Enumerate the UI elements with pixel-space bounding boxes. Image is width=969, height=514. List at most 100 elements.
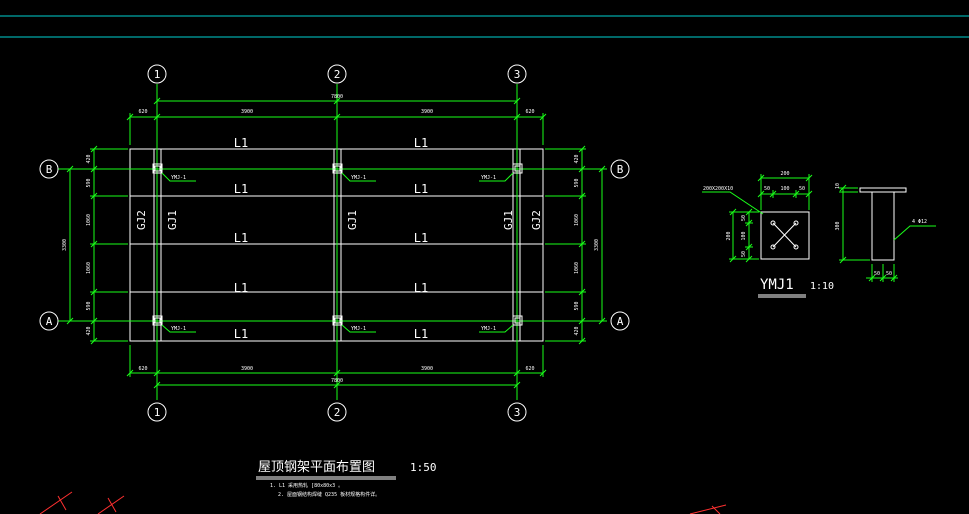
beam-label: L1: [234, 327, 248, 341]
axis-bubble: [39, 159, 59, 179]
embed-label: YMJ-1: [171, 175, 186, 181]
beam-label: L1: [414, 136, 428, 150]
leader-line: [893, 225, 936, 241]
dimension-text: 300: [835, 221, 841, 230]
dimension-text: 100: [780, 186, 789, 192]
detail-title: YMJ1: [760, 277, 794, 293]
dimension-text: 420: [574, 154, 580, 163]
roof-plan: 1 2 3 1 2 3 B A B A 6: [39, 64, 630, 498]
axis-number: 2: [334, 406, 341, 419]
embed-label: YMJ-1: [171, 326, 186, 332]
dimension-text: 620: [138, 109, 147, 115]
dimension-text: 590: [86, 301, 92, 310]
axis-bubble: [610, 311, 630, 331]
axis-letter: A: [46, 315, 53, 328]
axis-bubble: [39, 311, 59, 331]
beam-label: L1: [414, 231, 428, 245]
axis-number: 1: [154, 68, 161, 81]
dimension-text: 50: [799, 186, 805, 192]
dimension-text: 3900: [421, 109, 433, 115]
dimension-text: 7800: [331, 94, 343, 100]
dimension-text: 620: [525, 366, 534, 372]
dimension-text: 590: [86, 178, 92, 187]
beam-label: L1: [234, 136, 248, 150]
embed-label: YMJ-1: [481, 175, 496, 181]
dimension-text: 3300: [594, 239, 600, 251]
anchor-bar-section: [871, 191, 895, 261]
beam-label: L1: [414, 182, 428, 196]
dimension-ticks: [757, 174, 813, 210]
dimension-ticks: [545, 145, 606, 345]
axis-letter: A: [617, 315, 624, 328]
embed-plate-section: [859, 187, 907, 193]
dimension-text: 50: [764, 186, 770, 192]
axis-bubble: [147, 402, 167, 422]
dimension-ticks: [126, 97, 547, 145]
dimension-text: 420: [86, 326, 92, 335]
dimension-ticks: [66, 145, 128, 345]
beam-label: L1: [414, 327, 428, 341]
dimension-text: 50: [874, 271, 880, 277]
axis-bubble: [507, 402, 527, 422]
dimension-text: 200: [726, 231, 732, 240]
frame-label: GJ2: [135, 210, 148, 230]
dimension-text: 420: [574, 326, 580, 335]
frame-label: GJ1: [346, 210, 359, 230]
axis-number: 3: [514, 406, 521, 419]
axis-letter: B: [46, 163, 53, 176]
anchor-hole: [770, 220, 776, 226]
dimension-text: 50: [741, 251, 747, 257]
plan-note: 1. L1 采用热轧 [80x80x3 。: [270, 482, 343, 489]
anchor-note: 4 Φ12: [912, 219, 927, 225]
dimension-text: 10: [835, 183, 841, 189]
dimension-text: 1060: [86, 262, 92, 274]
axis-number: 1: [154, 406, 161, 419]
axis-bubble: [327, 64, 347, 84]
dimension-ticks: [839, 184, 898, 282]
axis-number: 3: [514, 68, 521, 81]
detail-scale: 1:10: [810, 281, 834, 292]
beam-label: L1: [234, 231, 248, 245]
axis-bubble: [147, 64, 167, 84]
dimension-text: 590: [574, 301, 580, 310]
embed-label: YMJ-1: [351, 326, 366, 332]
embed-label: YMJ-1: [351, 175, 366, 181]
dimension-text: 7800: [331, 378, 343, 384]
axis-bubble: [610, 159, 630, 179]
axis-letter: B: [617, 163, 624, 176]
stray-marker: [39, 491, 727, 514]
dimension-text: 1060: [86, 214, 92, 226]
anchor-hole: [770, 244, 776, 250]
dimension-text: 3900: [241, 109, 253, 115]
dimension-text: 3900: [241, 366, 253, 372]
dimension-text: 50: [741, 215, 747, 221]
plan-scale: 1:50: [410, 461, 437, 474]
dimension-text: 620: [525, 109, 534, 115]
dimension-text: 200: [780, 171, 789, 177]
dimension-text: 590: [574, 178, 580, 187]
plate-note: 200X200X10: [703, 186, 733, 192]
dimension-text: 1060: [574, 262, 580, 274]
dimension-text: 1060: [574, 214, 580, 226]
frame-label: GJ2: [530, 210, 543, 230]
beam-label: L1: [234, 182, 248, 196]
frame-label: GJ1: [166, 210, 179, 230]
axis-bubble: [507, 64, 527, 84]
embed-plate: [152, 163, 523, 326]
dimension-text: 100: [741, 231, 747, 240]
anchor-hole: [793, 220, 799, 226]
embed-detail: 200 50 100 50 200X200X10 200 50 100 50 Y…: [702, 171, 936, 298]
leader-lines: [161, 172, 514, 333]
frame-label: GJ1: [502, 210, 515, 230]
dimension-text: 50: [886, 271, 892, 277]
anchor-hole: [793, 244, 799, 250]
embed-plate-plan: [760, 211, 810, 260]
axis-bubble: [327, 402, 347, 422]
leader-line: [702, 191, 764, 215]
embed-label: YMJ-1: [481, 326, 496, 332]
beam-label: L1: [234, 281, 248, 295]
dimension-text: 3300: [62, 239, 68, 251]
dimension-text: 620: [138, 366, 147, 372]
dimension-ticks: [729, 208, 759, 263]
